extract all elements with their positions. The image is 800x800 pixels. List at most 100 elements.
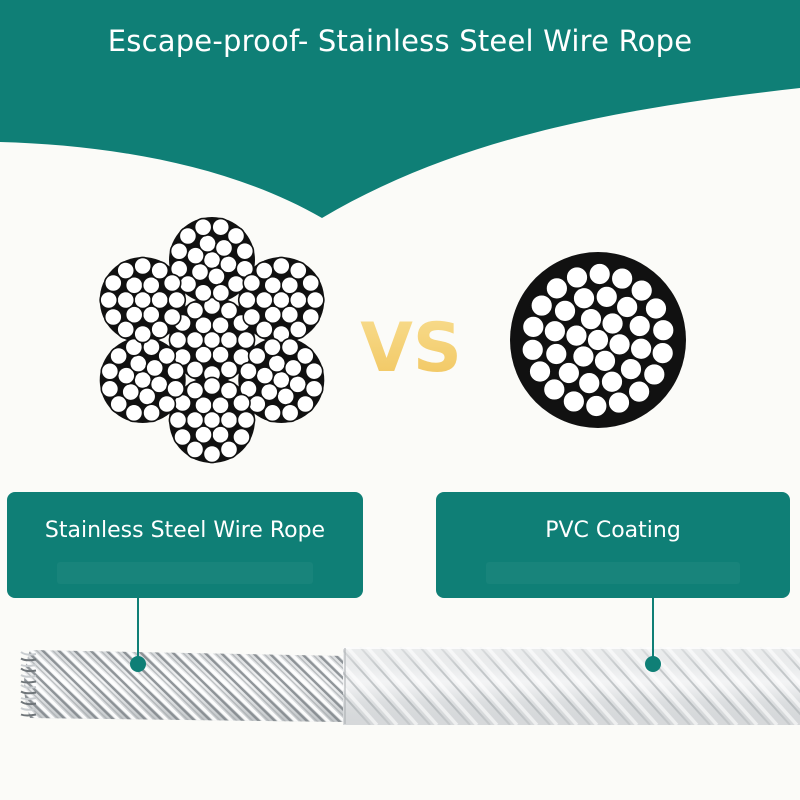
wire [304,361,324,381]
wire [301,307,321,327]
wire [145,358,165,378]
wire [288,261,308,280]
wire [193,283,213,303]
wire [162,307,182,327]
strand [239,337,324,423]
wire [194,425,213,445]
wire [226,274,246,294]
wire [271,324,291,344]
wire-rope-illustration [20,647,800,725]
wire [137,387,157,406]
wire [211,217,231,237]
wire [109,346,129,366]
wire [173,427,192,447]
wire [141,275,161,295]
wire [116,261,136,280]
wire [553,298,577,323]
wire [150,320,170,339]
wire [627,379,652,404]
wire [124,403,144,423]
wire [100,379,120,399]
wire [166,361,185,381]
wire [150,261,170,280]
strand [99,256,187,344]
vs-text: VS [360,309,462,388]
wire [178,274,198,294]
wire [168,330,188,350]
wire [565,265,589,290]
left-pointer-dot [130,656,146,672]
wire [247,346,267,366]
wire [178,226,198,246]
wire [542,377,567,402]
wire [544,342,569,366]
wire [267,354,287,373]
wire [263,403,282,423]
wire [651,318,676,343]
wire [211,315,230,335]
wire [219,440,239,459]
wire [304,379,324,399]
wire [556,361,581,385]
wire [157,346,177,366]
strand [168,296,256,384]
right-pointer-dot [645,656,661,672]
wire [166,379,185,399]
wire [619,357,643,382]
wire [202,376,222,396]
strand [237,256,325,344]
bare-steel-rope-section [24,650,345,722]
wire [99,290,119,310]
wire [607,390,631,415]
strand [100,337,185,423]
wire [280,337,300,357]
wire [600,369,624,394]
wire [600,311,625,336]
wire [226,226,246,246]
stainless-steel-label: Stainless Steel Wire Rope [44,517,326,543]
wire [263,305,283,325]
pvc-coating-label: PVC Coating [545,517,681,543]
wire [544,276,569,301]
wire [219,301,239,320]
pvc-coated-rope-section [343,647,800,725]
wire [202,444,222,464]
wire [142,403,161,423]
wire [615,295,640,319]
wire [185,440,205,459]
label-box-shade [486,562,740,584]
wire [254,261,274,280]
wire [236,410,256,430]
page-title: Escape-proof- Stainless Steel Wire Rope [107,24,693,58]
wire [207,267,226,286]
wire [642,362,667,387]
wire [627,314,652,338]
wire [561,389,586,414]
wire [521,314,546,339]
wire [124,305,144,325]
wire [116,320,136,339]
pvc-rope-cross-section-diagram [510,252,686,428]
wire [579,307,603,332]
wire [232,427,251,447]
wire [629,278,654,303]
wire [142,337,161,357]
wire [219,381,239,400]
wire [283,358,303,378]
steel-rope-cross-section-diagram [99,217,325,464]
wire [237,290,257,310]
wire [247,394,267,414]
wire [644,296,668,321]
wire [295,394,315,414]
wire [162,273,182,293]
wire [288,320,308,339]
wire [610,266,635,291]
wire [577,371,602,396]
stainless-steel-label-box: Stainless Steel Wire Rope [7,492,363,598]
label-box-shade [57,562,313,584]
wire [103,307,123,327]
wire [280,275,300,295]
wire [529,293,554,318]
wire [232,393,251,413]
